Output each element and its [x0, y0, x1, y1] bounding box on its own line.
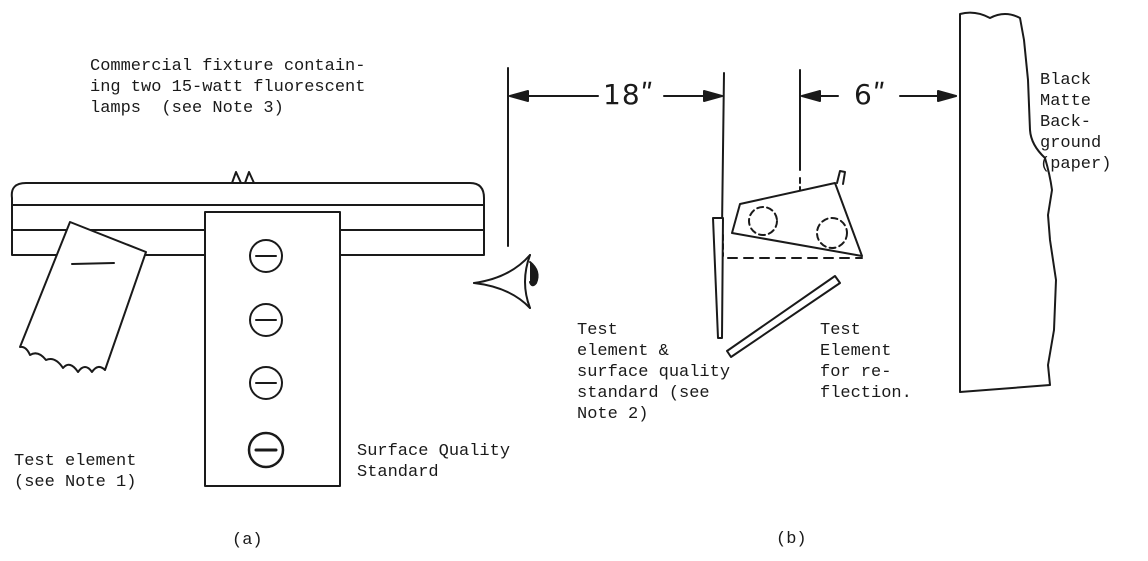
test-element-card [19, 221, 147, 373]
standard-sample-3 [249, 366, 283, 400]
fixture-side-view [727, 170, 863, 259]
dimension-arrow-6 [801, 90, 957, 102]
standard-sample-4 [247, 431, 285, 469]
dimension-arrow-18 [509, 90, 723, 102]
reflection-test-element [726, 275, 841, 358]
standard-sample-1 [249, 239, 283, 273]
caption-b: (b) [776, 530, 807, 549]
background-label: Black Matte Back- ground (paper) [1040, 71, 1112, 174]
distance-18-label: 18ʺ [603, 78, 655, 111]
fixture-label: Commercial fixture contain- ing two 15-w… [90, 57, 366, 118]
observer-eye-icon [473, 254, 539, 309]
distance-6-label: 6ʺ [854, 78, 887, 111]
reflection-element-label: Test Element for re- flection. [820, 321, 912, 403]
surface-quality-standard-plate [204, 211, 341, 487]
caption-a: (a) [232, 531, 263, 550]
test-element-label: Test element (see Note 1) [14, 452, 137, 492]
vertical-test-element [712, 217, 724, 339]
black-matte-background [959, 11, 1057, 393]
surface-quality-standard-label: Surface Quality Standard [357, 442, 511, 482]
standard-sample-2 [249, 303, 283, 337]
test-standard-label: Test element & surface quality standard … [577, 321, 731, 424]
